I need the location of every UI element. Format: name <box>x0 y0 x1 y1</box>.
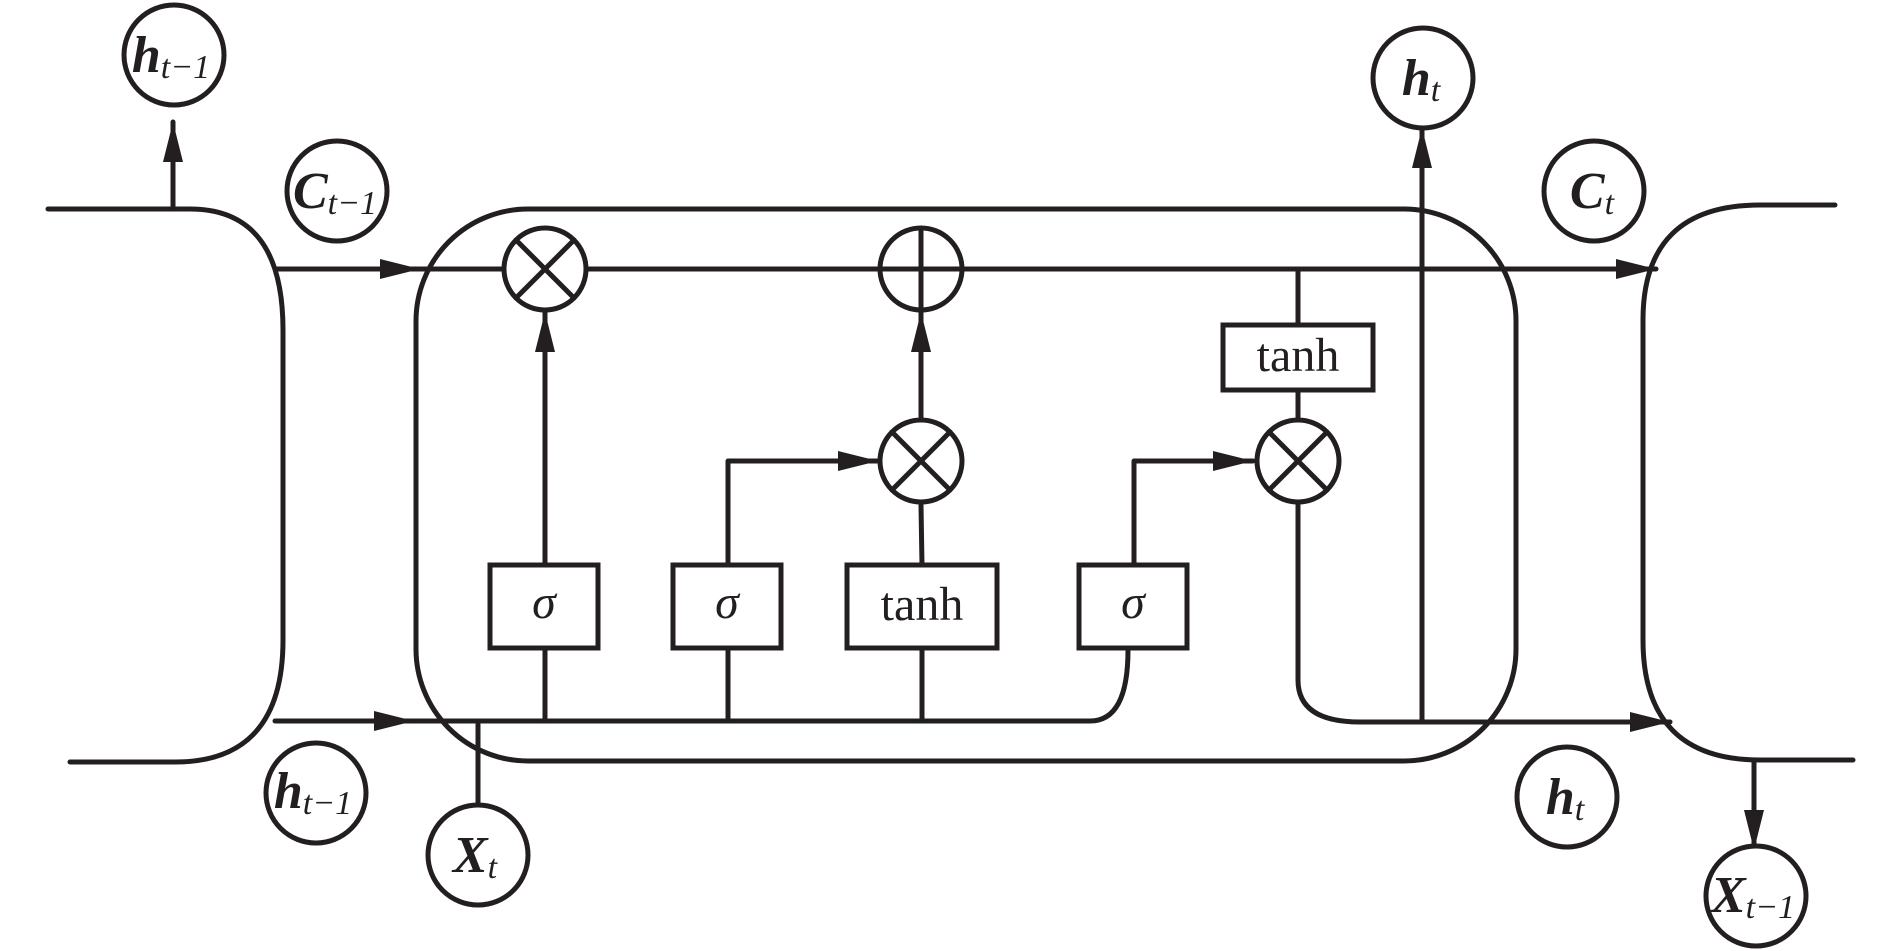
svg-text:Xt−1: Xt−1 <box>1709 867 1795 926</box>
svg-text:Xt: Xt <box>451 827 499 886</box>
input-multiply-node <box>877 417 965 505</box>
forget-gate-box: σ <box>487 562 601 651</box>
h-t-bottom-node: ht <box>1514 744 1620 850</box>
cell-add-node <box>877 225 965 313</box>
forget-multiply-node <box>501 225 589 313</box>
input-gate-box: σ <box>670 562 784 651</box>
cell-tanh-box: tanh <box>1220 322 1376 393</box>
h-prev-top-node: ht−1 <box>121 2 227 108</box>
prev-cell-outline <box>45 206 286 765</box>
x-t-node: Xt <box>425 802 531 908</box>
output-multiply-node <box>1254 417 1342 505</box>
x-prev-node: Xt−1 <box>1703 843 1809 949</box>
c-t-node: Ct <box>1541 138 1647 244</box>
svg-text:ht−1: ht−1 <box>274 763 352 822</box>
input-gate-line <box>725 451 881 568</box>
hidden-output-line <box>1295 502 1673 732</box>
c-prev-node: Ct−1 <box>284 138 390 244</box>
candidate-gate-label: tanh <box>881 578 964 631</box>
candidate-gate-box: tanh <box>844 562 1000 651</box>
forget-gate-label: σ <box>532 576 558 629</box>
lstm-cell-border <box>413 206 1519 764</box>
h-t-top-node: ht <box>1370 25 1476 131</box>
candidate-gate-line <box>918 502 925 568</box>
output-gate-box: σ <box>1076 562 1190 651</box>
svg-text:Ct−1: Ct−1 <box>293 163 377 222</box>
svg-text:ht−1: ht−1 <box>132 27 210 86</box>
output-gate-line <box>1131 451 1256 568</box>
combined-input-bus <box>411 647 1131 724</box>
svg-text:ht: ht <box>1402 50 1442 109</box>
input-gate-label: σ <box>715 576 741 629</box>
svg-text:Ct: Ct <box>1570 163 1616 222</box>
h-prev-bottom-node: ht−1 <box>263 740 369 846</box>
cell-tanh-label: tanh <box>1257 329 1340 382</box>
next-cell-outline <box>1640 202 1856 763</box>
svg-text:ht: ht <box>1546 769 1586 828</box>
output-gate-label: σ <box>1121 576 1147 629</box>
